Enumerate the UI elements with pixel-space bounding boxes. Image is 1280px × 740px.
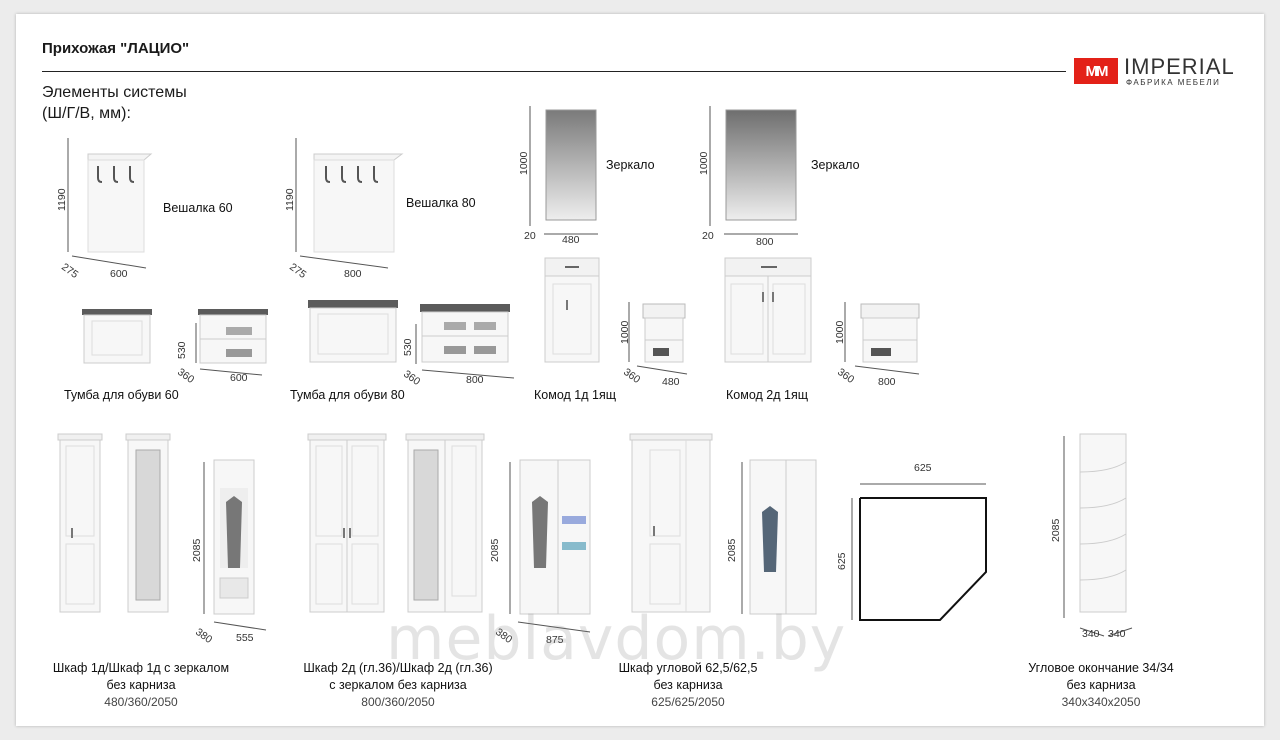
veshalka-80-label: Вешалка 80 <box>406 196 476 210</box>
brand-logo: MM IMPERIAL ФАБРИКА МЕБЕЛИ <box>1074 54 1254 90</box>
komod-1d-width: 480 <box>662 376 680 388</box>
page-title: Прихожая "ЛАЦИО" <box>42 40 190 57</box>
mirror-800-depth: 20 <box>702 230 714 242</box>
shkaf-2d-height: 2085 <box>489 538 501 562</box>
komod-1d-drawing <box>544 257 688 375</box>
corner-plan-view <box>851 483 987 621</box>
mirror-800-height: 1000 <box>698 151 710 175</box>
corner-ending-size: 340x340x2050 <box>1061 695 1141 709</box>
tumba-60-height: 530 <box>176 341 188 359</box>
tumba-80-label: Тумба для обуви 80 <box>290 388 405 402</box>
corner-wardrobe-height: 2085 <box>726 538 738 562</box>
tumba-80-height: 530 <box>402 338 414 356</box>
shkaf-1d-line1: Шкаф 1д/Шкаф 1д с зеркалом <box>52 661 230 675</box>
shkaf-2d-line1: Шкаф 2д (гл.36)/Шкаф 2д (гл.36) <box>303 661 493 675</box>
mirror-800-drawing <box>709 106 798 235</box>
mirror-480-height: 1000 <box>518 151 530 175</box>
corner-wardrobe-size: 625/625/2050 <box>651 695 725 709</box>
komod-2d-width: 800 <box>878 376 896 388</box>
komod-2d-drawing <box>724 257 920 375</box>
tumba-60-drawing <box>82 309 268 376</box>
veshalka-60-label: Вешалка 60 <box>163 201 233 215</box>
shkaf-1d-line2: без карниза <box>106 678 176 692</box>
title-rule <box>42 71 1066 72</box>
shkaf-2d-size: 800/360/2050 <box>361 695 435 709</box>
product-sheet: Прихожая "ЛАЦИО" Элементы системы (Ш/Г/В… <box>16 14 1264 726</box>
komod-1d-label: Комод 1д 1ящ <box>534 388 616 402</box>
mirror-480-width: 480 <box>562 234 580 246</box>
veshalka-60-drawing <box>67 138 153 269</box>
page-subtitle: Элементы системы (Ш/Г/В, мм): <box>42 82 187 124</box>
shkaf-1d-drawing <box>57 433 267 631</box>
shkaf-1d-caption: Шкаф 1д/Шкаф 1д с зеркалом без карниза 4… <box>36 660 246 711</box>
shkaf-1d-height: 2085 <box>191 538 203 562</box>
veshalka-80-height: 1190 <box>284 188 296 211</box>
corner-ending-line1: Угловое окончание 34/34 <box>1028 661 1174 675</box>
veshalka-60-width: 600 <box>110 268 128 280</box>
mirror-480-depth: 20 <box>524 230 536 242</box>
veshalka-60-height: 1190 <box>56 188 68 211</box>
subtitle-line-2: (Ш/Г/В, мм): <box>42 105 131 122</box>
tumba-80-width: 800 <box>466 374 484 386</box>
corner-plan-height: 625 <box>836 552 848 570</box>
corner-ending-depth2: 340 <box>1108 628 1126 640</box>
tumba-60-width: 600 <box>230 372 248 384</box>
watermark: meblavdom.by <box>386 604 847 674</box>
logo-name: IMPERIAL <box>1124 54 1235 79</box>
corner-wardrobe-drawing <box>629 433 817 615</box>
shkaf-1d-size: 480/360/2050 <box>104 695 178 709</box>
corner-wardrobe-caption: Шкаф угловой 62,5/62,5 без карниза 625/6… <box>598 660 778 711</box>
logo-subtitle: ФАБРИКА МЕБЕЛИ <box>1126 78 1221 87</box>
tumba-80-drawing <box>308 300 515 379</box>
shkaf-2d-width: 875 <box>546 634 564 646</box>
corner-ending-caption: Угловое окончание 34/34 без карниза 340x… <box>1016 660 1186 711</box>
komod-2d-height: 1000 <box>834 320 846 344</box>
mirror-480-label: Зеркало <box>606 158 655 172</box>
logo-mark: MM <box>1074 58 1118 84</box>
komod-2d-label: Комод 2д 1ящ <box>726 388 808 402</box>
corner-wardrobe-line1: Шкаф угловой 62,5/62,5 <box>618 661 758 675</box>
shkaf-2d-line2: с зеркалом без карниза <box>329 678 467 692</box>
corner-ending-height: 2085 <box>1050 518 1062 542</box>
corner-ending-depth1: 340 <box>1082 628 1100 640</box>
veshalka-80-width: 800 <box>344 268 362 280</box>
mirror-480-drawing <box>529 106 598 235</box>
subtitle-line-1: Элементы системы <box>42 84 187 101</box>
shkaf-2d-caption: Шкаф 2д (гл.36)/Шкаф 2д (гл.36) с зеркал… <box>288 660 508 711</box>
veshalka-80-drawing <box>295 138 404 269</box>
corner-wardrobe-line2: без карниза <box>653 678 723 692</box>
mirror-800-width: 800 <box>756 236 774 248</box>
mirror-800-label: Зеркало <box>811 158 860 172</box>
shkaf-1d-width: 555 <box>236 632 254 644</box>
corner-ending-drawing <box>1063 433 1133 637</box>
corner-ending-line2: без карниза <box>1066 678 1136 692</box>
corner-plan-width: 625 <box>914 462 932 474</box>
shkaf-2d-drawing <box>307 433 591 633</box>
tumba-60-label: Тумба для обуви 60 <box>64 388 179 402</box>
komod-1d-height: 1000 <box>619 320 631 344</box>
